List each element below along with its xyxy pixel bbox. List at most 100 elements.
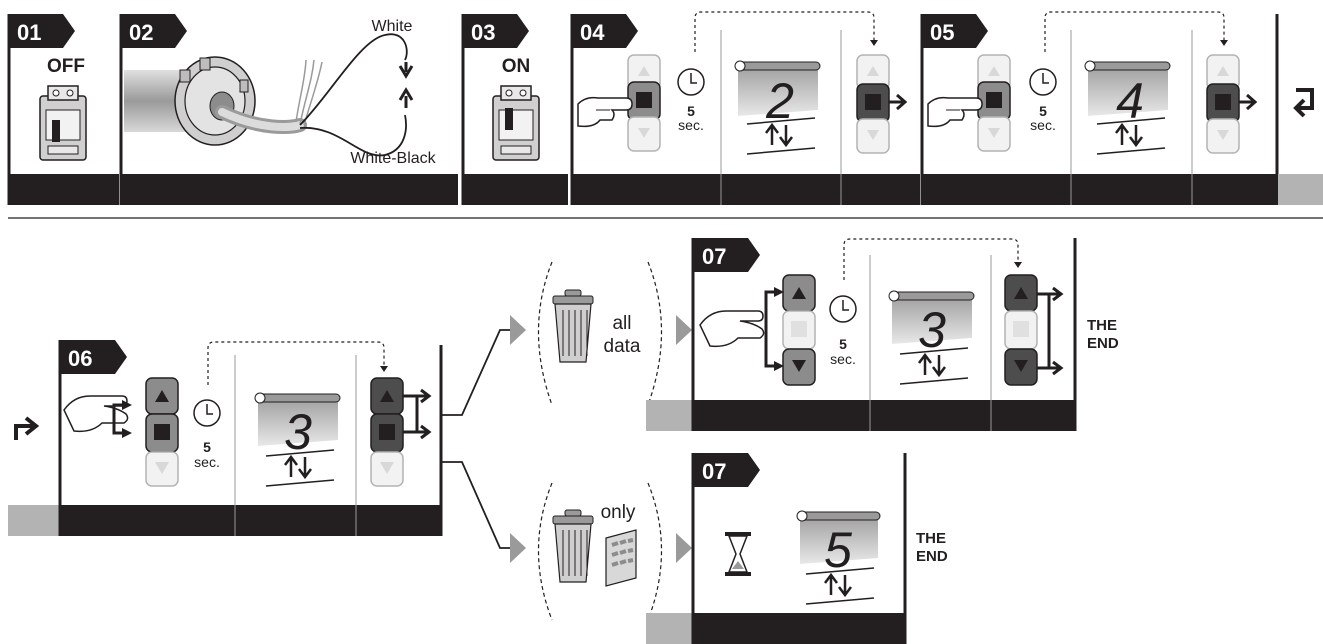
remote-buttons-result (370, 377, 432, 487)
delete-only: only (537, 482, 692, 621)
step-03-label: ON (502, 56, 531, 77)
the-end-top-line2: END (1087, 335, 1119, 352)
step-06-badge (59, 340, 127, 374)
wire-white-label: White (372, 18, 413, 35)
step-07-top-panel: 07 5 sec. 3 (646, 238, 1119, 431)
step-07-top-badge (692, 238, 760, 272)
blind-display-icon: 5 (796, 510, 881, 605)
up-down-arrows-icon (765, 122, 793, 148)
step-05-number: 05 (930, 20, 954, 45)
step-05-bar (921, 174, 1278, 205)
step-04-time-unit: sec. (678, 117, 704, 133)
step-07-top-lead-bar (646, 400, 693, 431)
timing-dashed-line (1044, 11, 1225, 52)
step-04-badge (571, 14, 638, 48)
branch-arrow-top (510, 315, 526, 345)
step-04-panel: 04 5 sec. 2 (570, 11, 920, 205)
hand-pointer-icon (927, 96, 983, 128)
remote-buttons-result (856, 54, 908, 154)
timing-dashed-line (843, 238, 1019, 280)
delete-word-all: all (612, 313, 631, 334)
step-05-badge (921, 14, 988, 48)
step-06-number: 06 (68, 346, 92, 371)
remote-buttons (627, 54, 661, 152)
branch-arrow-bottom (510, 533, 526, 563)
continuation-bar (1278, 174, 1323, 205)
arrow-to-step-07-top (676, 315, 692, 345)
keypad-icon (605, 529, 637, 587)
hand-two-fingers-icon (63, 395, 129, 433)
step-02-panel: 02 White White-Black (119, 14, 458, 205)
delete-all-data: all data (537, 261, 692, 406)
step-03-number: 03 (471, 20, 495, 45)
step-07-top-time-unit: sec. (830, 351, 856, 367)
step-02-number: 02 (129, 20, 153, 45)
timing-dashed-line (207, 341, 385, 385)
white-black-wire (299, 114, 407, 157)
step-02-bar (120, 174, 458, 205)
trash-icon (552, 289, 594, 363)
step-01-panel: 01 OFF (7, 14, 119, 205)
step-07-top-number: 07 (702, 244, 726, 269)
step-07-bottom-lead-bar (646, 613, 693, 644)
remote-buttons (782, 274, 816, 386)
remote-buttons (145, 377, 179, 487)
the-end-bottom-line2: END (916, 548, 948, 565)
step-06-display-number: 3 (284, 404, 312, 460)
arrow-to-step-07-bottom (676, 533, 692, 563)
connect-arrow-up-icon (398, 87, 414, 108)
hourglass-icon (725, 532, 751, 576)
step-04-number: 04 (580, 20, 605, 45)
circuit-breaker-icon (39, 85, 87, 161)
clock-icon (193, 399, 221, 427)
step-04-time-value: 5 (687, 103, 695, 119)
delete-word-data: data (604, 336, 641, 357)
remote-buttons-result (1004, 274, 1064, 386)
step-03-badge (462, 14, 529, 48)
the-end-bottom-line1: THE (916, 530, 946, 547)
the-end-top-line1: THE (1087, 317, 1117, 334)
step-02-badge (120, 14, 187, 48)
white-wire (299, 33, 408, 126)
trash-icon (552, 509, 594, 583)
step-07-top-bar (692, 400, 1076, 431)
step-06-time-value: 5 (203, 439, 211, 455)
remote-buttons (977, 54, 1011, 152)
connect-arrow-down-icon (398, 62, 414, 79)
step-01-badge (8, 14, 75, 48)
branch-line-bottom (442, 461, 510, 549)
step-07-top-display-number: 3 (918, 302, 946, 358)
step-07-top-time-value: 5 (839, 336, 847, 352)
blind-display-icon: 3 (254, 392, 341, 487)
step-01-bar (8, 174, 119, 205)
step-05-time-unit: sec. (1030, 117, 1056, 133)
step-03-panel: 03 ON (461, 14, 568, 205)
timing-dashed-line (694, 11, 875, 52)
up-down-arrows-icon (918, 352, 946, 378)
step-07-bottom-display-number: 5 (824, 522, 852, 578)
up-down-arrows-icon (284, 454, 312, 480)
clock-icon (829, 295, 857, 323)
blind-display-icon: 3 (888, 290, 975, 385)
blind-display-icon: 2 (734, 60, 821, 155)
clock-icon (1029, 68, 1057, 96)
step-07-bottom-bar (692, 613, 906, 644)
hand-pointer-icon (577, 96, 633, 128)
step-07-bottom-number: 07 (702, 459, 726, 484)
step-07-bottom-badge (692, 453, 760, 487)
step-06-bar (59, 505, 442, 536)
delete-word-only: only (601, 502, 636, 523)
step-06-panel: 06 5 sec. 3 (8, 340, 443, 536)
step-05-time-value: 5 (1039, 103, 1047, 119)
continue-arrow-icon (1293, 88, 1314, 118)
step-06-time-unit: sec. (194, 454, 220, 470)
step-04-bar (571, 174, 920, 205)
wire-white-black-label: White-Black (350, 150, 436, 167)
step-01-label: OFF (47, 56, 85, 77)
up-down-arrows-icon (1115, 122, 1143, 148)
blind-display-icon: 4 (1084, 60, 1171, 155)
clock-icon (677, 68, 705, 96)
remote-buttons-result (1206, 54, 1258, 154)
step-06-lead-bar (8, 505, 60, 536)
